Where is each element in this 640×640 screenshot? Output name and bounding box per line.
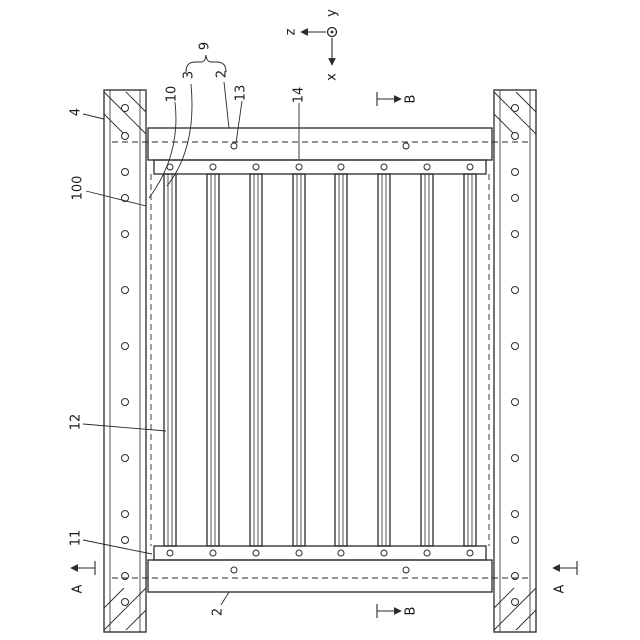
bottom-frame-plate <box>147 559 493 593</box>
ref-label-100: 100 <box>71 176 86 201</box>
slat <box>377 173 391 547</box>
leader-line-10 <box>148 101 177 199</box>
slat <box>292 173 306 547</box>
ref-label-2-bottom: 2 <box>211 608 226 616</box>
slat <box>249 173 263 547</box>
slats <box>163 173 477 547</box>
left-column-top-hatching <box>103 91 147 135</box>
section-marker-b-bottom: B <box>376 604 419 618</box>
ref-label-13: 13 <box>234 85 249 102</box>
left-column-bolt-holes <box>121 104 129 606</box>
leader-line-2-top <box>223 81 230 129</box>
y-axis-out-of-plane-icon <box>326 26 338 38</box>
right-column-bottom-hatching <box>493 587 537 631</box>
section-a-right-label: A <box>553 584 568 593</box>
group-brace-9 <box>185 54 227 73</box>
y-axis-label: y <box>325 9 340 17</box>
ref-label-14: 14 <box>292 87 307 104</box>
coordinate-axes: z y x <box>284 9 340 81</box>
right-column-bolt-holes <box>511 104 519 606</box>
z-axis-label: z <box>284 28 299 35</box>
section-a-left-label: A <box>71 584 86 593</box>
slat <box>420 173 434 547</box>
leader-line-3 <box>166 83 193 187</box>
ref-label-4: 4 <box>69 108 84 116</box>
ref-label-12: 12 <box>69 414 84 431</box>
leader-line-2-bottom <box>220 591 230 606</box>
left-column-bottom-hatching <box>103 587 147 631</box>
right-column <box>493 89 537 633</box>
section-marker-a-left: A <box>70 561 96 593</box>
slat <box>163 173 177 547</box>
hidden-lines <box>112 141 528 579</box>
bottom-mounting-strip <box>153 545 487 561</box>
top-frame-plate <box>147 127 493 161</box>
section-b-top-label: B <box>404 95 419 104</box>
leader-line-100 <box>85 190 147 207</box>
leader-line-11 <box>82 539 153 555</box>
x-axis-label: x <box>325 73 340 81</box>
ref-label-2-top: 2 <box>215 70 230 78</box>
left-column <box>103 89 147 633</box>
slat <box>206 173 220 547</box>
reference-labels: 4 100 12 11 10 3 9 2 13 14 2 <box>69 42 307 616</box>
leader-line-4 <box>82 113 105 120</box>
ref-label-9: 9 <box>198 42 213 50</box>
leader-line-13 <box>235 100 243 144</box>
section-b-bottom-label: B <box>404 607 419 616</box>
slat <box>463 173 477 547</box>
slat-top-fastener-holes <box>166 163 474 171</box>
ref-label-11: 11 <box>69 530 84 547</box>
ref-label-3: 3 <box>182 71 197 79</box>
slat-bottom-fastener-holes <box>166 549 474 557</box>
leader-line-12 <box>82 423 167 432</box>
right-column-top-hatching <box>493 91 537 135</box>
slat <box>334 173 348 547</box>
top-mounting-strip <box>153 159 487 175</box>
section-marker-a-right: A <box>552 561 578 593</box>
section-marker-b-top: B <box>376 92 419 106</box>
ref-label-10: 10 <box>165 86 180 103</box>
